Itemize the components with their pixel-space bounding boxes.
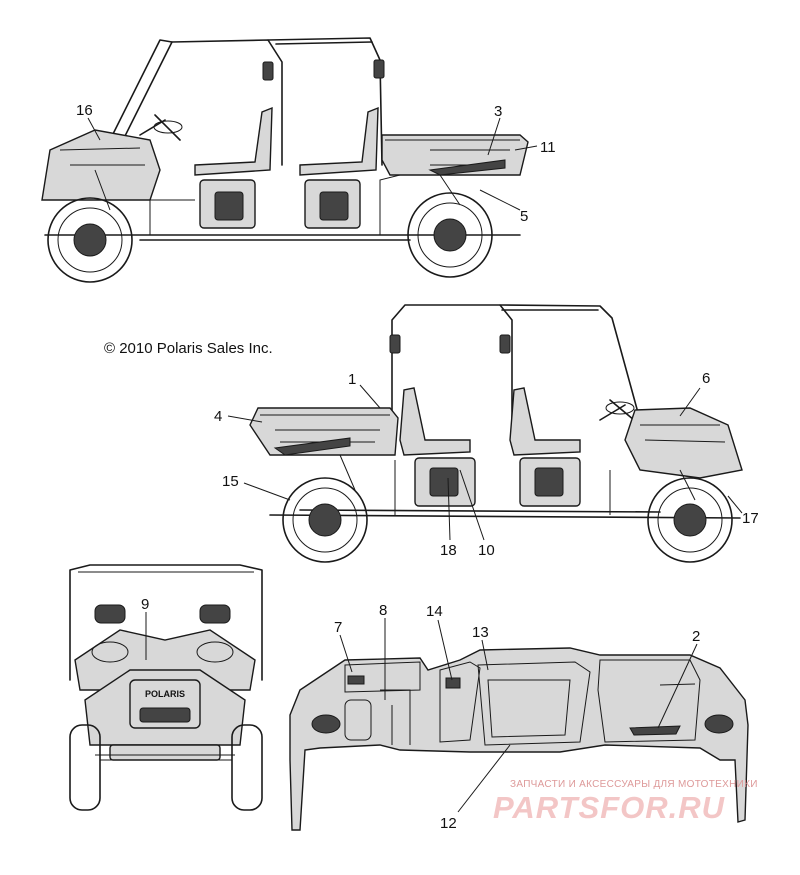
watermark-tagline: ЗАПЧАСТИ И АКСЕССУАРЫ ДЛЯ МОТОТЕХНИКИ <box>510 779 758 790</box>
copyright-notice: © 2010 Polaris Sales Inc. <box>104 340 273 357</box>
callout-12: 12 <box>440 815 457 832</box>
callout-6: 6 <box>702 370 710 387</box>
callout-17: 17 <box>742 510 759 527</box>
side-view-left <box>41 37 529 283</box>
callout-11: 11 <box>540 139 556 156</box>
callout-5: 5 <box>520 208 528 225</box>
front-view: POLARIS <box>69 564 263 811</box>
callout-labels: 16 3 11 5 1 6 4 15 17 18 10 9 8 14 7 13 … <box>76 102 759 832</box>
callout-10: 10 <box>478 542 495 559</box>
dash-panel-view <box>289 647 749 831</box>
callout-9: 9 <box>141 596 149 613</box>
callout-7: 7 <box>334 619 342 636</box>
callout-15: 15 <box>222 473 239 490</box>
callout-16: 16 <box>76 102 93 119</box>
callout-14: 14 <box>426 603 443 620</box>
side-view-right <box>249 304 743 563</box>
callout-8: 8 <box>379 602 387 619</box>
callout-2: 2 <box>692 628 700 645</box>
callout-1: 1 <box>348 371 356 388</box>
callout-4: 4 <box>214 408 222 425</box>
grille-logo: POLARIS <box>145 689 185 699</box>
callout-3: 3 <box>494 103 502 120</box>
callout-leaders <box>87 117 743 813</box>
callout-18: 18 <box>440 542 457 559</box>
watermark-logo: PARTSFOR.RU <box>493 790 726 825</box>
callout-13: 13 <box>472 624 489 641</box>
